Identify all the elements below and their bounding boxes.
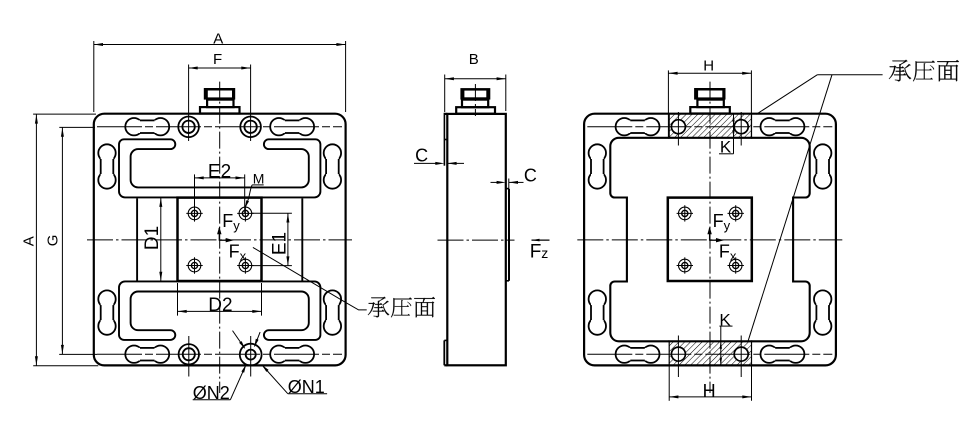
svg-text:B: B	[469, 51, 479, 68]
svg-text:D1: D1	[142, 226, 163, 250]
svg-text:C: C	[524, 166, 537, 186]
svg-text:F: F	[213, 51, 222, 68]
svg-text:A: A	[21, 236, 38, 246]
svg-text:ØN1: ØN1	[288, 377, 325, 397]
svg-text:H: H	[703, 57, 714, 74]
svg-text:D2: D2	[208, 295, 232, 316]
svg-text:K: K	[719, 310, 731, 329]
svg-text:M: M	[253, 171, 265, 187]
svg-text:H: H	[703, 381, 716, 401]
svg-text:E1: E1	[270, 232, 291, 255]
svg-text:A: A	[213, 31, 223, 48]
svg-text:Fz: Fz	[530, 242, 549, 263]
svg-text:K: K	[720, 138, 732, 157]
svg-text:E2: E2	[208, 161, 231, 182]
svg-text:C: C	[415, 146, 428, 166]
svg-text:G: G	[45, 235, 62, 247]
svg-text:ØN2: ØN2	[193, 383, 230, 403]
